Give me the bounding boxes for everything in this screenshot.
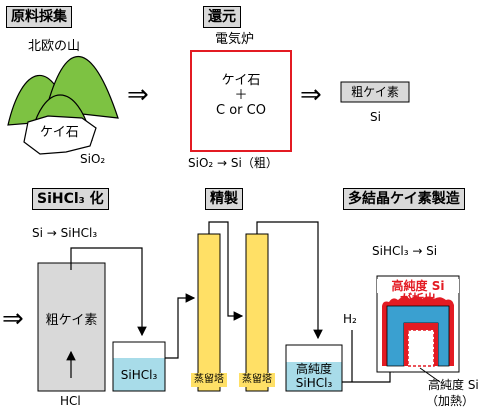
furnace-label: 電気炉: [215, 32, 255, 47]
sio2-label: SiO₂: [80, 152, 106, 166]
distillation-column-1: [197, 233, 221, 392]
header-sihcl3-conversion: SiHCl₃ 化: [32, 188, 109, 210]
sihcl3-tank-label: SiHCl₃: [120, 368, 158, 382]
pure-sihcl3-tank-liquid: [286, 362, 342, 391]
deposition-line-1: 高純度 Si: [377, 279, 459, 293]
reaction-si: SiHCl₃ → Si: [372, 244, 438, 258]
column-2-label: 蒸留塔: [239, 373, 275, 387]
rock-outline: [23, 115, 97, 155]
column-1-label: 蒸留塔: [191, 373, 227, 387]
product-line-2: （加熱）: [426, 394, 475, 408]
reaction-sihcl3: Si → SiHCl₃: [32, 226, 98, 240]
header-refining: 精製: [205, 188, 243, 210]
crude-box-label: 粗ケイ素: [351, 85, 399, 99]
rock-label: ケイ石: [40, 125, 79, 140]
reaction-reduction: SiO₂ → Si（粗）: [188, 156, 278, 170]
furnace-line-1: ケイ石: [221, 73, 261, 88]
sihcl3-tank: [112, 341, 166, 392]
crude-silicon-box: [340, 81, 410, 103]
electric-furnace: [190, 50, 292, 152]
h2-label: H₂: [343, 312, 357, 326]
arrow-2-icon: ⇒: [300, 80, 322, 110]
arrow-1-icon: ⇒: [127, 80, 149, 110]
distillation-column-2: [245, 233, 269, 392]
header-reduction: 還元: [203, 6, 241, 28]
pure-tank-line-1: 高純度: [295, 362, 332, 376]
hcl-label: HCl: [60, 394, 81, 408]
header-polysilicon: 多結晶ケイ素製造: [343, 188, 465, 210]
product-line-1: 高純度 Si: [428, 378, 479, 392]
sihcl3-tank-liquid: [113, 358, 165, 391]
header-raw-material: 原料採集: [6, 6, 72, 28]
arrow-3-icon: ⇒: [2, 304, 24, 334]
furnace-line-3: C or CO: [216, 103, 266, 118]
si-label: Si: [370, 110, 381, 124]
deposition-line-2: が析出: [399, 292, 436, 306]
furnace-line-2: ＋: [234, 88, 248, 103]
pure-tank-line-2: SiHCl₃: [295, 376, 333, 390]
pure-sihcl3-tank: [285, 344, 343, 392]
reactor-core: [407, 329, 435, 367]
crude-tank-label: 粗ケイ素: [45, 313, 98, 328]
mountain-label: 北欧の山: [28, 39, 81, 54]
